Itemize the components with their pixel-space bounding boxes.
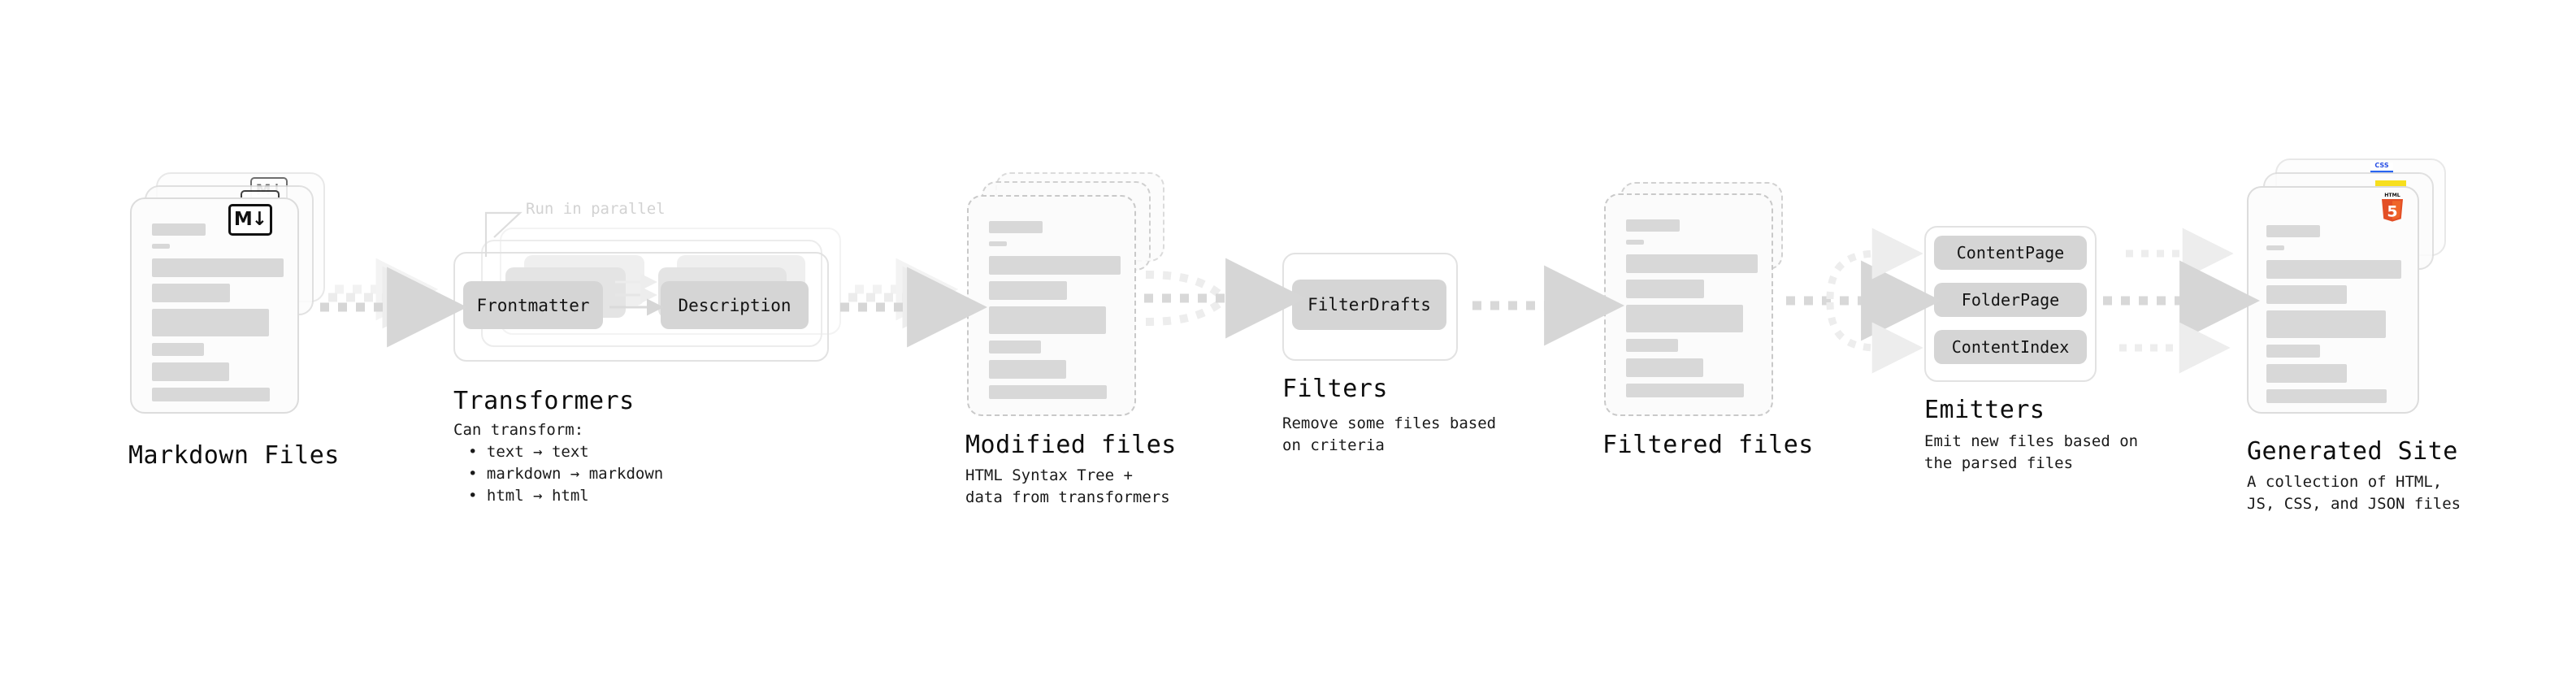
generated-site-subtitle: A collection of HTML, JS, CSS, and JSON … (2247, 473, 2461, 513)
skeleton-subtitle (1626, 240, 1644, 245)
filters-subtitle: Remove some files based on criteria (1282, 414, 1497, 454)
skeleton-subtitle (989, 241, 1007, 246)
arrow-emitters-to-site (2103, 228, 2261, 374)
transformers-bullet: • text → text (468, 443, 589, 461)
skeleton-row (989, 306, 1106, 334)
skeleton-row (2266, 310, 2386, 338)
arrow-modified-to-filters (1144, 258, 1307, 339)
emitter-chip-contentindex[interactable]: ContentIndex (1934, 330, 2087, 364)
skeleton-title (2266, 225, 2320, 237)
html5-icon: HTML 5 (2379, 191, 2406, 223)
skeleton-row (152, 343, 204, 356)
skeleton-row (152, 284, 230, 302)
page-title: Emitters (1924, 396, 2045, 424)
svg-text:5: 5 (2387, 203, 2397, 221)
filtered-card-front (1604, 193, 1773, 416)
skeleton-subtitle (152, 244, 170, 249)
skeleton-title (1626, 219, 1680, 232)
page-title: Modified files (965, 431, 1177, 459)
modified-card-front (967, 195, 1136, 416)
skeleton-row (989, 385, 1107, 399)
skeleton-row (1626, 358, 1703, 377)
arrow-markdown-to-transformers (320, 258, 468, 348)
skeleton-subtitle (2266, 245, 2284, 250)
skeleton-row (989, 340, 1041, 354)
emitter-chip-folderpage[interactable]: FolderPage (1934, 283, 2087, 317)
skeleton-row (1626, 384, 1744, 397)
skeleton-title (152, 223, 206, 236)
skeleton-row (989, 256, 1121, 275)
skeleton-row (1626, 280, 1704, 298)
svg-text:HTML: HTML (2384, 193, 2400, 198)
arrow-transformers-to-modified (840, 258, 988, 348)
transformer-chip-frontmatter[interactable]: Frontmatter (463, 281, 603, 329)
skeleton-title (989, 221, 1043, 233)
page-title: Transformers (453, 387, 635, 415)
skeleton-row (1626, 305, 1743, 332)
run-in-parallel-note: Run in parallel (526, 200, 666, 218)
page-title: Markdown Files (128, 441, 340, 470)
filter-chip-filterdrafts[interactable]: FilterDrafts (1292, 280, 1446, 330)
css-icon-bar (2370, 171, 2393, 173)
transformer-chip-description[interactable]: Description (661, 281, 809, 329)
skeleton-row (2266, 260, 2401, 279)
page-title: Filters (1282, 375, 1388, 403)
markdown-icon: M↓ (228, 204, 272, 236)
css-icon-label: CSS (2374, 162, 2389, 169)
page-title: Generated Site (2247, 437, 2458, 466)
transformers-bullet: • markdown → markdown (468, 465, 664, 483)
skeleton-row (152, 258, 284, 277)
modified-files-subtitle: HTML Syntax Tree + data from transformer… (965, 466, 1170, 506)
page-title: Filtered files (1602, 431, 1814, 459)
skeleton-row (989, 281, 1067, 300)
arrow-filtered-to-emitters (1786, 228, 1942, 374)
skeleton-row (2266, 389, 2387, 403)
skeleton-row (152, 388, 270, 401)
skeleton-row (1626, 339, 1678, 352)
emitters-subtitle: Emit new files based on the parsed files (1924, 432, 2139, 472)
transformers-subtitle-head: Can transform: (453, 421, 584, 439)
skeleton-row (152, 309, 269, 336)
skeleton-row (1626, 254, 1758, 273)
skeleton-row (2266, 285, 2347, 304)
emitter-chip-contentpage[interactable]: ContentPage (1934, 236, 2087, 270)
site-card-front (2247, 186, 2419, 414)
markdown-card-front (130, 197, 299, 414)
transformers-bullet: • html → html (468, 487, 589, 505)
skeleton-row (989, 360, 1066, 379)
skeleton-row (2266, 364, 2347, 383)
skeleton-row (2266, 345, 2320, 358)
skeleton-row (152, 362, 229, 381)
